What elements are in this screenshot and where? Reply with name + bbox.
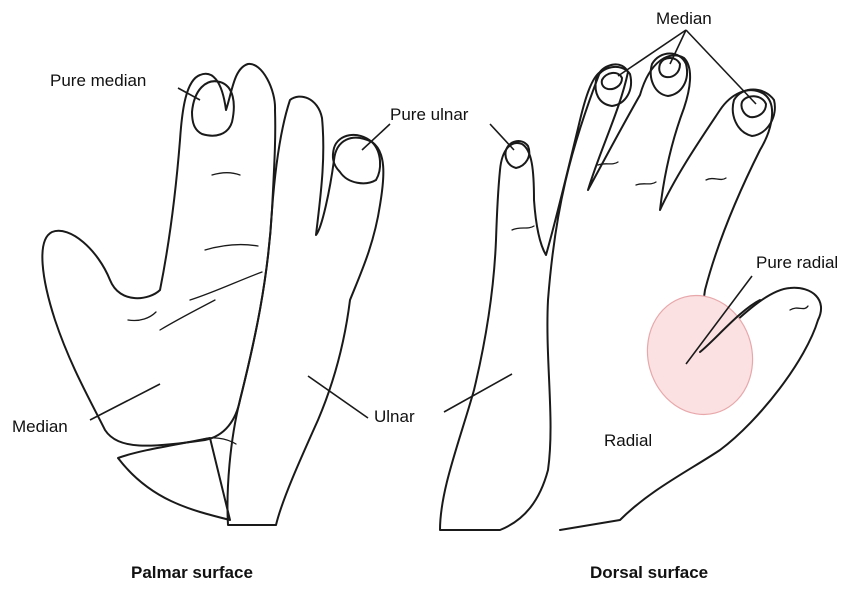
dorsal-hand [440, 54, 821, 531]
palmar-crease-2 [190, 272, 262, 300]
label-dorsal-median: Median [656, 9, 712, 28]
leader-palmar-median [90, 384, 160, 420]
palmar-crease-5 [128, 312, 156, 321]
palmar-crease-1 [205, 245, 258, 250]
palmar-hand [42, 64, 383, 525]
label-pure-median: Pure median [50, 71, 146, 90]
caption-palmar: Palmar surface [131, 563, 253, 582]
palmar-crease-4 [212, 173, 240, 175]
label-ulnar: Ulnar [374, 407, 415, 426]
label-radial: Radial [604, 431, 652, 450]
dorsal-crease-3 [706, 178, 726, 180]
palmar-crease-3 [160, 300, 215, 330]
dorsal-crease-1 [598, 162, 618, 165]
pure-radial-patch [634, 284, 766, 427]
leader-median-3 [686, 30, 756, 104]
pure-ulnar-patch [333, 135, 380, 183]
palmar-wrist [118, 438, 230, 520]
leader-dorsal-pure-ulnar [490, 124, 514, 150]
dorsal-crease-4 [512, 226, 534, 230]
palmar-median-region [42, 64, 275, 446]
palmar-crease-6 [200, 438, 236, 444]
dorsal-hand-outline [560, 55, 821, 530]
dorsal-nail-bed-3 [741, 96, 766, 117]
label-pure-radial: Pure radial [756, 253, 838, 272]
caption-dorsal: Dorsal surface [590, 563, 708, 582]
dorsal-crease-2 [636, 182, 656, 185]
leader-dorsal-ulnar [444, 374, 512, 412]
palmar-ulnar-region [228, 97, 384, 525]
leader-palmar-ulnar [308, 376, 368, 418]
dorsal-nail-bed-2 [659, 58, 680, 77]
dorsal-median-nail-2 [651, 54, 687, 97]
label-pure-ulnar: Pure ulnar [390, 105, 469, 124]
label-palmar-median: Median [12, 417, 68, 436]
dorsal-crease-5 [790, 306, 808, 310]
